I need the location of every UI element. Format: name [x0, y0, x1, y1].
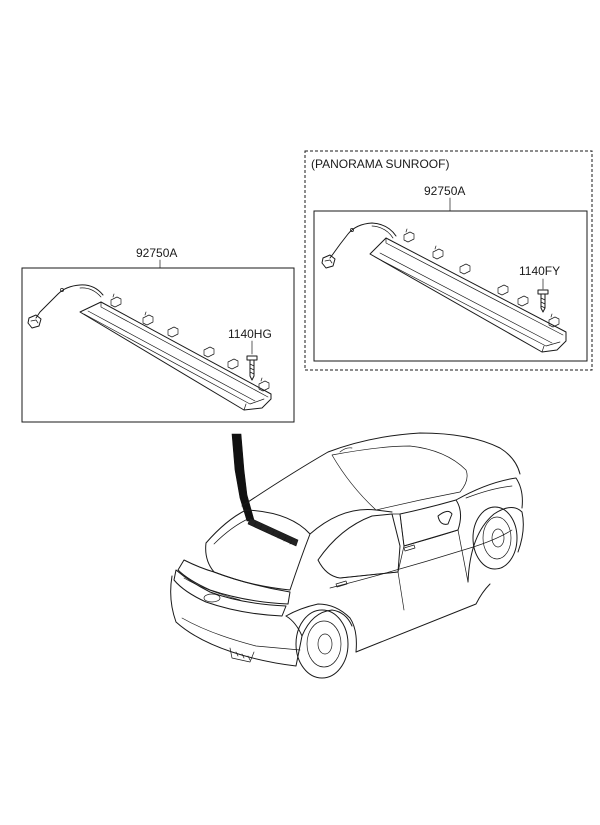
panorama-dashed-frame: [304, 150, 593, 371]
panorama-group: (PANORAMA SUNROOF) 92750A: [304, 150, 593, 371]
left-detail-frame: [21, 267, 295, 423]
left-screw-number: 1140HG: [228, 327, 272, 341]
location-pointer: [231, 433, 255, 522]
right-part-number: 92750A: [424, 184, 465, 198]
left-stop-lamp: [79, 293, 272, 411]
left-part-number: 92750A: [136, 246, 177, 260]
left-screw: 1140HG: [228, 327, 272, 381]
panorama-group-title: (PANORAMA SUNROOF): [311, 157, 449, 171]
right-detail-frame: [313, 210, 588, 362]
left-detail-group: 92750A: [21, 246, 295, 423]
right-screw-number: 1140FY: [519, 264, 560, 278]
car-stop-lamp-location: [247, 517, 299, 547]
right-stop-lamp: [369, 228, 567, 353]
car-rear-wheel: [295, 609, 349, 679]
right-screw: 1140FY: [519, 264, 560, 313]
left-wire-harness: [27, 284, 104, 329]
car-front-wheel: [467, 506, 524, 583]
car-illustration: [170, 432, 524, 679]
right-wire-harness: [321, 222, 397, 269]
